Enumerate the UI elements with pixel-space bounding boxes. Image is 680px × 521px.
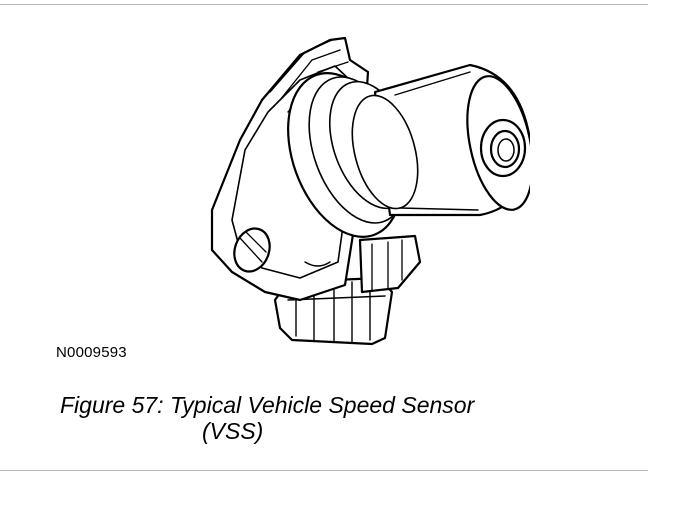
- caption-line-1: Figure 57: Typical Vehicle Speed Sensor: [60, 392, 475, 418]
- bottom-divider: [0, 470, 648, 471]
- caption-line-2: (VSS): [202, 418, 264, 444]
- vehicle-speed-sensor-illustration: [210, 36, 530, 346]
- figure-caption: Figure 57: Typical Vehicle Speed Sensor …: [60, 392, 474, 444]
- part-number: N0009593: [56, 344, 127, 361]
- top-divider: [0, 4, 648, 5]
